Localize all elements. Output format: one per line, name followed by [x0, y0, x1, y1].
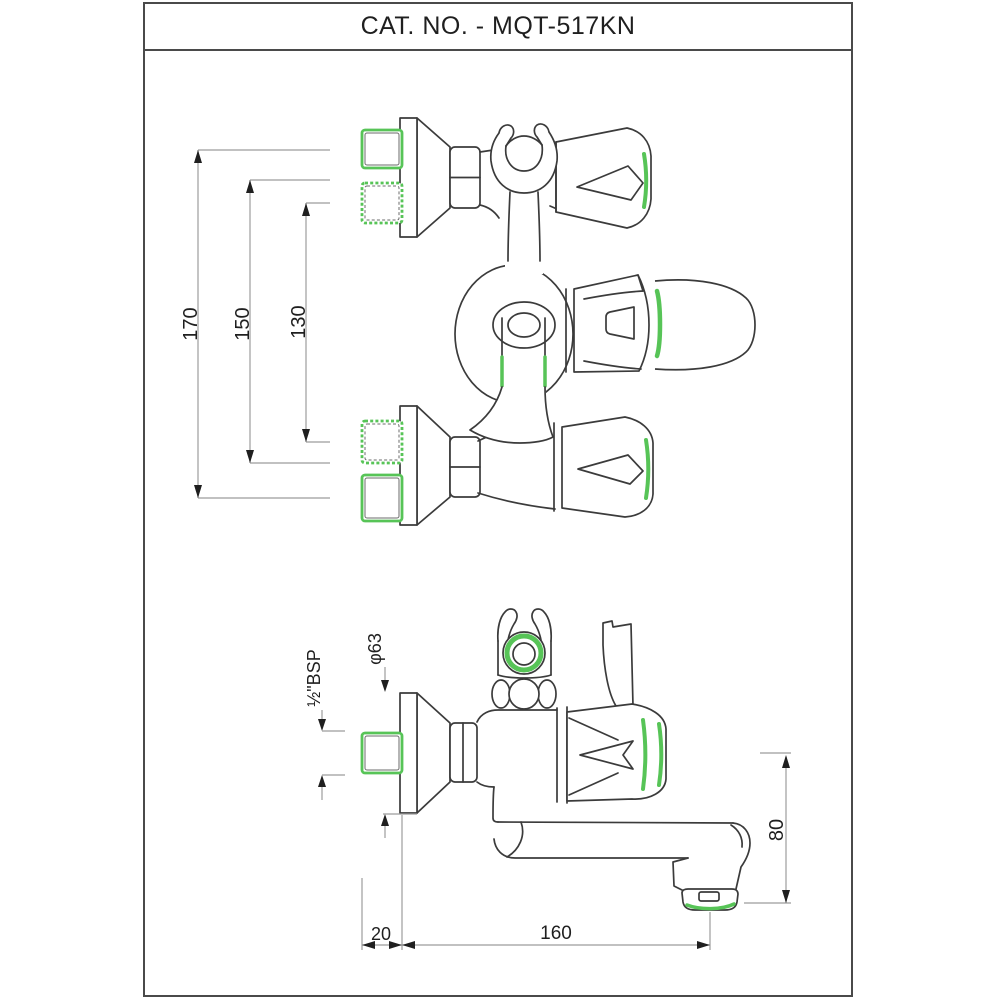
handle-knob-upper [555, 127, 652, 229]
threaded-nipple [360, 731, 404, 775]
knob-pointer [579, 740, 634, 770]
spout-joint [492, 301, 556, 349]
crutch-horn [496, 608, 518, 642]
title-block: CAT. NO. - MQT-517KN [145, 4, 851, 51]
dimension-thread-bsp: ½"BSP [304, 649, 345, 800]
handle-knob [566, 703, 667, 802]
crutch-mount-nut [491, 679, 511, 709]
knob-trim-ring [642, 152, 649, 209]
threaded-nipple [360, 128, 404, 170]
knob-pointer [576, 165, 644, 201]
handle-knob-lower [553, 416, 654, 518]
dimension-flange-diameter: φ63 [365, 633, 417, 838]
crutch-horn [531, 608, 553, 642]
dimension-20-160: 20 160 [361, 815, 711, 950]
spout [492, 786, 751, 911]
threaded-nipple [360, 473, 404, 523]
knob-body [555, 127, 652, 229]
dimension-label-160: 160 [540, 923, 572, 944]
shower-crutch [489, 123, 559, 194]
escutcheon-cone-upper [416, 117, 451, 238]
knob-trim-ring [654, 288, 663, 359]
dimension-label-170: 170 [180, 307, 202, 340]
wall-flange-lower [399, 405, 418, 526]
threaded-nipple [360, 419, 404, 465]
knob-trim-ring [657, 722, 664, 787]
dimension-80: 80 [744, 752, 791, 904]
aerator [681, 888, 739, 911]
knob-trim-ring [644, 438, 651, 500]
mixer-body [476, 706, 568, 804]
dimension-130: 130 [288, 202, 330, 443]
dimension-label-half-bsp: ½"BSP [304, 649, 324, 706]
side-view-drawing [360, 608, 751, 911]
crutch-mount-nut [508, 678, 540, 710]
dimension-label-130: 130 [288, 305, 310, 338]
crutch-horn [533, 123, 550, 146]
knob-pointer [577, 454, 644, 485]
page-frame: CAT. NO. - MQT-517KN [143, 2, 853, 997]
escutcheon-cone [416, 692, 451, 814]
knob-dome [654, 279, 756, 371]
catalog-number-title: CAT. NO. - MQT-517KN [360, 12, 636, 40]
knob-trim-ring [641, 718, 648, 791]
threaded-nipple [360, 181, 404, 225]
escutcheon-cone-lower [416, 405, 451, 526]
knob-skirt [573, 274, 650, 373]
crutch-horn [498, 124, 515, 147]
dimension-150: 150 [232, 179, 330, 464]
diverter-knob [565, 274, 756, 373]
shower-crutch [491, 608, 557, 710]
dimension-label-diameter-63: φ63 [365, 633, 385, 665]
dimension-label-20: 20 [371, 924, 391, 944]
dimension-label-80: 80 [766, 819, 788, 841]
spout-base [469, 386, 554, 444]
dimension-label-150: 150 [232, 307, 254, 340]
knob-body [561, 416, 654, 518]
crutch-bowl [489, 131, 559, 194]
crutch-ring-seal [504, 633, 544, 673]
knob-body [566, 703, 667, 802]
dimension-170: 170 [180, 149, 330, 499]
aerator-seal [685, 902, 736, 911]
top-view-drawing [360, 117, 756, 526]
shower-outlet-pipe [602, 620, 634, 707]
wall-flange-upper [399, 117, 418, 238]
knob-pointer [605, 306, 635, 340]
crutch-mount-nut [537, 679, 557, 709]
